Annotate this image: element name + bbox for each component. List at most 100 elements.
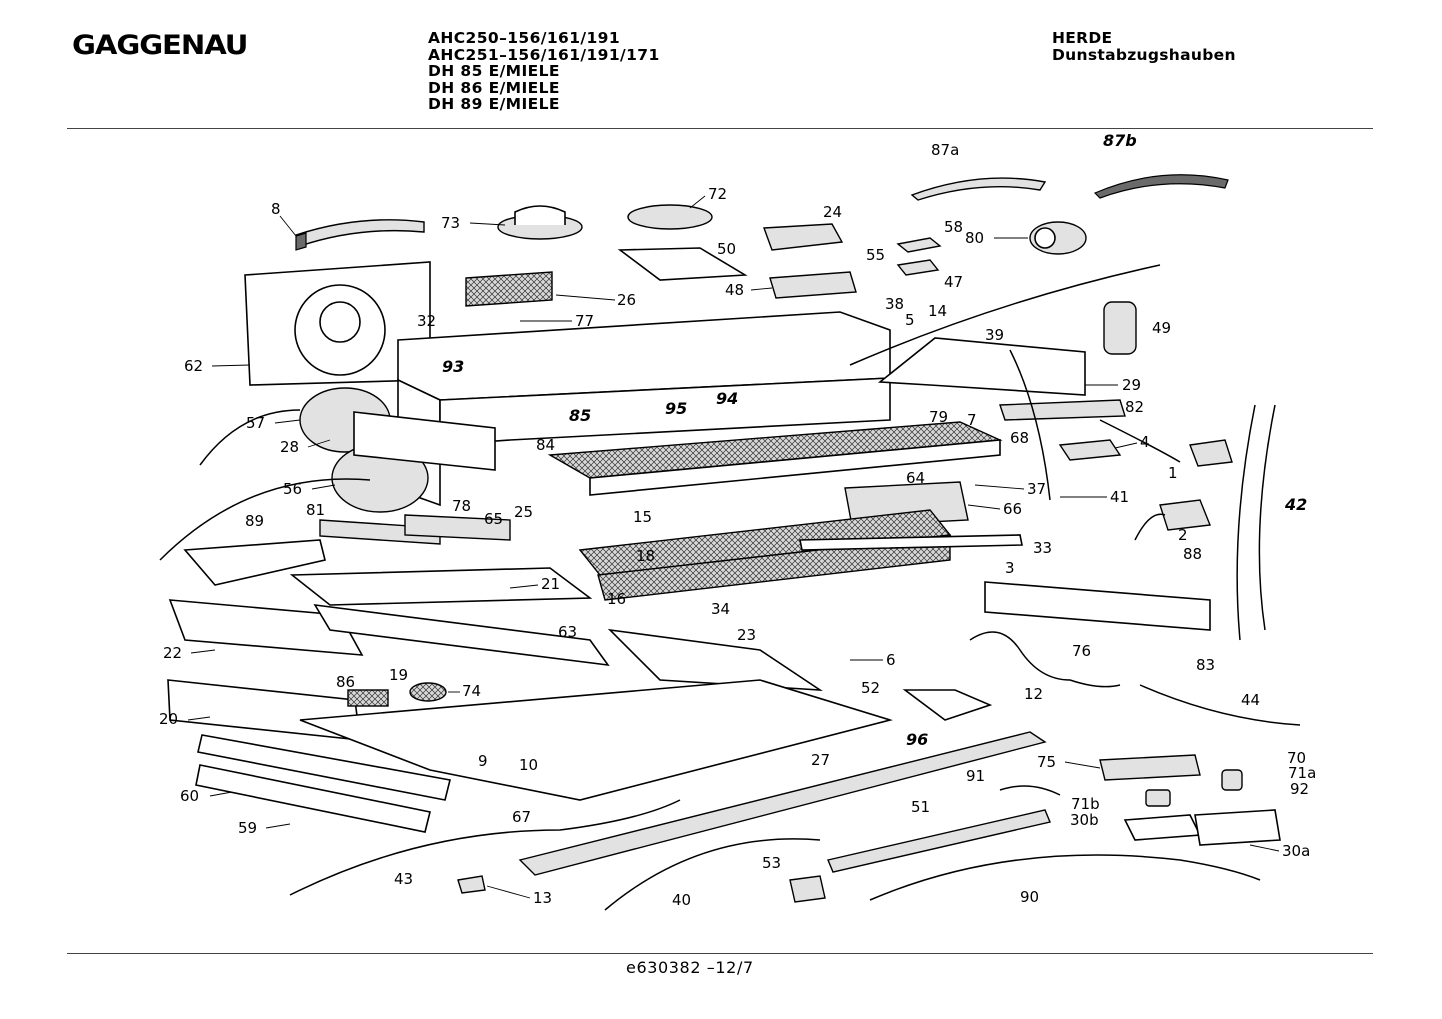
label-2: 2 — [1178, 526, 1188, 544]
label-25: 25 — [514, 503, 533, 521]
coiled-cord-76 — [969, 631, 1121, 688]
part-label: 18 — [636, 547, 655, 565]
label-79: 79 — [929, 408, 948, 426]
label-16: 16 — [607, 590, 626, 608]
label-77: 77 — [520, 312, 594, 330]
part-label: 56 — [283, 480, 302, 498]
part-label: 94 — [716, 389, 738, 408]
part-label: 15 — [633, 508, 652, 526]
wire-56 — [159, 478, 371, 561]
switch-block — [763, 223, 844, 251]
label-32: 32 — [417, 312, 436, 330]
part-label: 20 — [159, 710, 178, 728]
cord-2 — [1134, 513, 1166, 541]
capacitor-49 — [1103, 301, 1137, 355]
part-label: 19 — [389, 666, 408, 684]
part-label: 82 — [1125, 398, 1144, 416]
part-label: 40 — [672, 891, 691, 909]
label-5: 5 — [905, 311, 915, 329]
part-label: 10 — [519, 756, 538, 774]
label-63: 63 — [558, 623, 577, 641]
wire-90 — [869, 854, 1261, 901]
part-label: 70 — [1287, 749, 1306, 767]
transformer-75 — [1099, 754, 1201, 781]
model-line: AHC250–156/161/191 — [428, 29, 621, 47]
terminal-strip-48 — [769, 271, 857, 299]
part-label: 68 — [1010, 429, 1029, 447]
part-label: 71b — [1071, 795, 1100, 813]
part-label: 88 — [1183, 545, 1202, 563]
part-label: 80 — [965, 229, 984, 247]
model-line: AHC251–156/161/191/171 — [428, 45, 660, 64]
part-label: 39 — [985, 326, 1004, 344]
part-label: 34 — [711, 600, 730, 618]
label-26: 26 — [555, 291, 636, 309]
lamp-cover-27 — [518, 731, 1047, 876]
label-55: 55 — [866, 246, 885, 264]
part-label: 87b — [1103, 131, 1137, 150]
label-30a: 30a — [1249, 842, 1310, 860]
part-label: 72 — [708, 185, 727, 203]
mains-plug-1 — [1189, 439, 1233, 467]
label-8: 8 — [271, 200, 297, 237]
label-43: 43 — [394, 870, 413, 888]
bracket-89 — [183, 539, 326, 586]
part-label: 76 — [1072, 642, 1091, 660]
lampholder-71b — [1145, 789, 1171, 807]
part-label: 3 — [1005, 559, 1015, 577]
seal-strip — [295, 219, 425, 247]
part-label: 55 — [866, 246, 885, 264]
label-75: 75 — [1037, 753, 1101, 771]
label-86: 86 — [336, 673, 355, 691]
label-73: 73 — [441, 214, 506, 232]
clip-13 — [457, 875, 486, 894]
label-56: 56 — [283, 480, 336, 498]
part-label: 60 — [180, 787, 199, 805]
plate-58 — [896, 237, 942, 253]
part-label: 27 — [811, 751, 830, 769]
label-59: 59 — [238, 819, 291, 837]
label-64: 64 — [906, 469, 925, 487]
label-1: 1 — [1168, 464, 1178, 482]
part-label: 84 — [536, 436, 555, 454]
model-list: AHC250–156/161/191 AHC251–156/161/191/17… — [428, 30, 660, 113]
part-label: 48 — [725, 281, 744, 299]
part-label: 65 — [484, 510, 503, 528]
part-label: 50 — [717, 240, 736, 258]
part-label: 66 — [1003, 500, 1022, 518]
cover-disc-72 — [627, 204, 713, 230]
label-72: 72 — [689, 185, 727, 209]
part-label: 57 — [246, 414, 265, 432]
label-71b: 71b — [1071, 795, 1100, 813]
part-label: 96 — [906, 730, 928, 749]
label-74: 74 — [448, 682, 481, 700]
label-58: 58 — [944, 218, 963, 236]
label-9: 9 — [478, 752, 488, 770]
label-44: 44 — [1241, 691, 1260, 709]
label-87b: 87b — [1103, 131, 1137, 150]
label-78: 78 — [452, 497, 471, 515]
model-line: DH 89 E/MIELE — [428, 95, 560, 113]
wire-41 — [1009, 349, 1051, 501]
part-label: 8 — [271, 200, 281, 218]
label-76: 76 — [1072, 642, 1091, 660]
profile-19 — [313, 603, 610, 667]
wire-44 — [1139, 684, 1301, 726]
part-label: 44 — [1241, 691, 1260, 709]
model-line: DH 85 E/MIELE — [428, 62, 560, 80]
label-85: 85 — [569, 406, 591, 425]
part-label: 37 — [1027, 480, 1046, 498]
label-91: 91 — [966, 767, 985, 785]
document-number: e630382 –12/7 — [626, 958, 754, 977]
label-50: 50 — [717, 240, 736, 258]
strip-59 — [195, 764, 431, 833]
part-label: 30b — [1070, 811, 1099, 829]
category-main: HERDE — [1052, 29, 1113, 47]
part-label: 64 — [906, 469, 925, 487]
label-52: 52 — [861, 679, 880, 697]
label-82: 82 — [1125, 398, 1144, 416]
part-label: 75 — [1037, 753, 1056, 771]
part-label: 67 — [512, 808, 531, 826]
part-label: 26 — [617, 291, 636, 309]
grille-86 — [347, 689, 389, 707]
